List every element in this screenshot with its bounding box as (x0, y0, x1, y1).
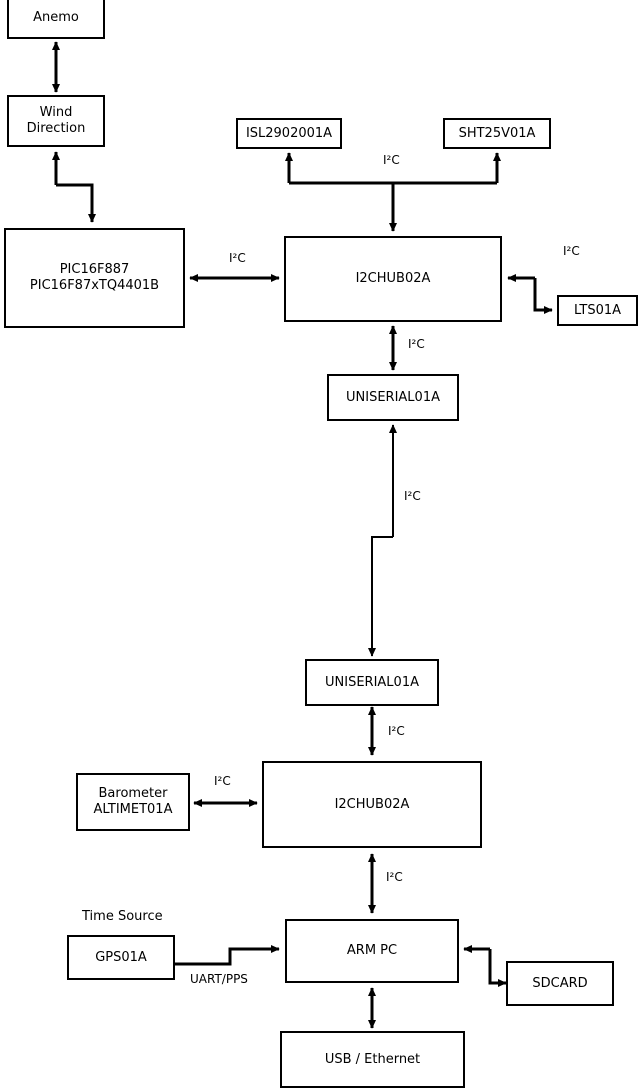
edge-label-i2c-uniser-link: I²C (404, 489, 421, 503)
edge-label-i2c-baro-hub2: I²C (214, 774, 231, 788)
node-usb-ethernet-label: USB / Ethernet (282, 1052, 463, 1068)
node-uniserial01a-top[interactable]: UNISERIAL01A (327, 374, 459, 421)
node-wind-direction-label: Wind Direction (9, 105, 103, 137)
node-uniserial01a-bottom[interactable]: UNISERIAL01A (305, 659, 439, 706)
edge-label-i2c-hub-lts: I²C (563, 244, 580, 258)
connector-uniser-link-down (367, 536, 393, 657)
node-anemo[interactable]: Anemo (7, 0, 105, 39)
node-i2chub02a-top[interactable]: I2CHUB02A (284, 236, 502, 322)
connector-gps-armpc (175, 944, 280, 966)
node-i2chub02a-bottom-label: I2CHUB02A (264, 797, 480, 813)
edge-label-i2c-hub-uniser: I²C (408, 337, 425, 351)
node-anemo-label: Anemo (9, 10, 103, 26)
node-lts01a[interactable]: LTS01A (557, 295, 638, 326)
node-i2chub02a-top-line1: I2CHUB02A (355, 271, 431, 286)
node-pic-label: PIC16F887 PIC16F87xTQ4401B (6, 262, 183, 294)
node-arm-pc[interactable]: ARM PC (285, 919, 459, 983)
node-barometer-line1: Barometer (98, 786, 168, 801)
node-i2chub02a-top-label: I2CHUB02A (286, 271, 500, 287)
node-barometer-line2: ALTIMET01A (93, 802, 173, 817)
node-arm-pc-label: ARM PC (287, 943, 457, 959)
node-sht25v01a-line1: SHT25V01A (458, 125, 536, 141)
node-anemo-line1: Anemo (33, 9, 79, 25)
node-pic[interactable]: PIC16F887 PIC16F87xTQ4401B (4, 228, 185, 328)
node-sht25v01a[interactable]: SHT25V01A (443, 118, 551, 149)
node-uniserial01a-bottom-label: UNISERIAL01A (307, 675, 437, 691)
node-uniserial01a-bottom-line1: UNISERIAL01A (325, 674, 419, 690)
edge-label-i2c-hub2-armpc: I²C (386, 870, 403, 884)
node-isl2902001a[interactable]: ISL2902001A (236, 118, 342, 149)
node-i2chub02a-bottom-line1: I2CHUB02A (334, 796, 410, 812)
node-i2chub02a-bottom[interactable]: I2CHUB02A (262, 761, 482, 848)
node-arm-pc-line1: ARM PC (346, 943, 398, 958)
node-pic-line2: PIC16F87xTQ4401B (29, 278, 160, 293)
node-gps01a-line1: GPS01A (95, 949, 147, 965)
node-sdcard-line1: SDCARD (532, 975, 588, 991)
edge-label-i2c-uniser-hub2: I²C (388, 724, 405, 738)
node-usb-ethernet-line1: USB / Ethernet (324, 1051, 421, 1067)
node-lts01a-line1: LTS01A (573, 302, 622, 318)
connector-wind-pic-step (56, 183, 97, 223)
node-uniserial01a-top-line1: UNISERIAL01A (346, 389, 440, 405)
edge-label-uart-pps: UART/PPS (190, 972, 248, 986)
node-wind-direction[interactable]: Wind Direction (7, 95, 105, 147)
node-pic-line1: PIC16F887 (59, 262, 130, 277)
node-isl2902001a-label: ISL2902001A (238, 126, 340, 142)
edge-label-i2c-sensors-top: I²C (383, 153, 400, 167)
node-barometer-label: Barometer ALTIMET01A (78, 786, 188, 818)
node-wind-direction-line2: Direction (26, 121, 86, 136)
node-lts01a-label: LTS01A (559, 303, 636, 319)
node-isl2902001a-line1: ISL2902001A (245, 125, 333, 141)
node-wind-direction-line1: Wind (39, 105, 73, 120)
node-sht25v01a-label: SHT25V01A (445, 126, 549, 142)
node-sdcard-label: SDCARD (508, 976, 612, 992)
connector-armpc-sdcard-out (488, 949, 507, 988)
node-barometer[interactable]: Barometer ALTIMET01A (76, 773, 190, 831)
connector-hubtop-lts-out (533, 278, 553, 315)
node-gps01a-label: GPS01A (69, 950, 173, 966)
node-sdcard[interactable]: SDCARD (506, 961, 614, 1006)
label-time-source: Time Source (82, 909, 163, 924)
node-gps01a[interactable]: GPS01A (67, 935, 175, 980)
edge-label-i2c-pic-hub: I²C (229, 251, 246, 265)
node-uniserial01a-top-label: UNISERIAL01A (329, 390, 457, 406)
node-usb-ethernet[interactable]: USB / Ethernet (280, 1031, 465, 1088)
